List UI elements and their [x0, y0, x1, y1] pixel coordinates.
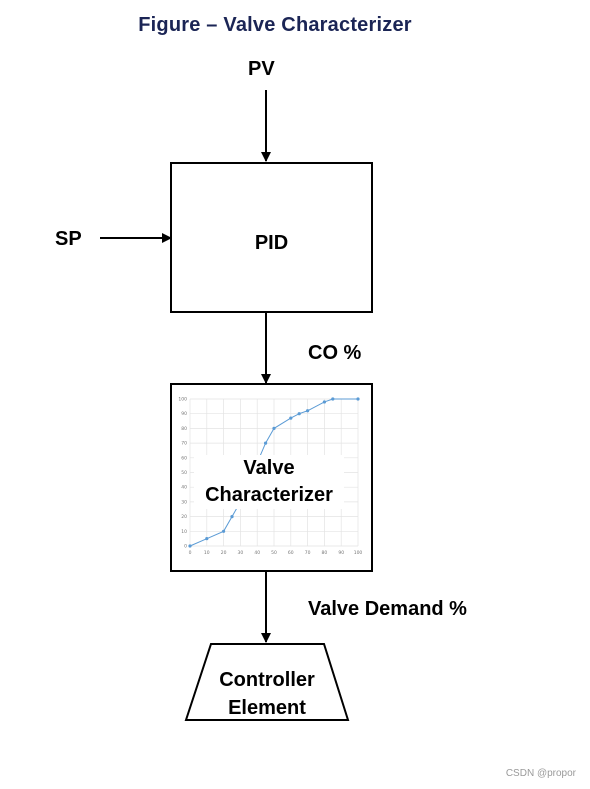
y-tick-label: 40	[181, 485, 187, 491]
data-point	[222, 529, 226, 533]
y-tick-label: 90	[181, 411, 187, 417]
x-tick-label: 90	[338, 550, 344, 556]
data-point	[264, 441, 268, 445]
series-points	[188, 397, 360, 548]
data-point	[188, 544, 192, 548]
figure-title: Figure – Valve Characterizer	[138, 14, 412, 36]
x-tick-label: 0	[189, 550, 192, 556]
pid-block: PID	[170, 162, 373, 313]
co-label: CO %	[308, 342, 362, 364]
data-point	[306, 409, 310, 413]
y-tick-label: 20	[181, 514, 187, 520]
x-tick-label: 10	[204, 550, 210, 556]
x-tick-label: 70	[305, 550, 311, 556]
pid-label: PID	[254, 232, 289, 254]
watermark: CSDN @propor	[505, 768, 576, 779]
controller-element-shape	[184, 643, 350, 721]
data-point	[297, 412, 301, 416]
y-tick-label: 50	[181, 470, 187, 476]
y-tick-label: 60	[181, 455, 187, 461]
y-tick-label: 10	[181, 529, 187, 535]
x-tick-label: 50	[271, 550, 277, 556]
controller-element-label: Controller Element	[219, 669, 315, 719]
data-point	[230, 515, 234, 519]
data-point	[322, 400, 326, 404]
y-tick-label: 70	[181, 441, 187, 447]
data-point	[331, 397, 335, 401]
y-tick-label: 0	[184, 544, 187, 550]
x-tick-label: 100	[354, 550, 363, 556]
chart-tick-labels: 0 10 20 30 40 50 60 70 80 90 100 0 10 20 30 40 50 60 70 80 9…	[178, 397, 362, 557]
x-tick-label: 30	[238, 550, 244, 556]
data-point	[272, 426, 276, 430]
y-tick-label: 80	[181, 426, 187, 432]
valve-characterizer-label: Valve Characterizer	[194, 455, 344, 509]
x-tick-label: 40	[254, 550, 260, 556]
valve-characterizer-block: 0 10 20 30 40 50 60 70 80 90 100 0 10 20 30 40 50 60 70 80 9…	[170, 383, 373, 572]
data-point	[289, 416, 293, 420]
data-point	[205, 537, 209, 541]
y-tick-label: 30	[181, 499, 187, 505]
pv-label: PV	[248, 58, 275, 80]
controller-element-block: Controller Element	[185, 656, 349, 719]
valve-demand-label: Valve Demand %	[308, 598, 467, 620]
data-point	[356, 397, 360, 401]
x-tick-label: 80	[322, 550, 328, 556]
y-tick-label: 100	[178, 397, 187, 403]
sp-label: SP	[55, 228, 82, 250]
x-tick-label: 20	[221, 550, 227, 556]
x-tick-label: 60	[288, 550, 294, 556]
